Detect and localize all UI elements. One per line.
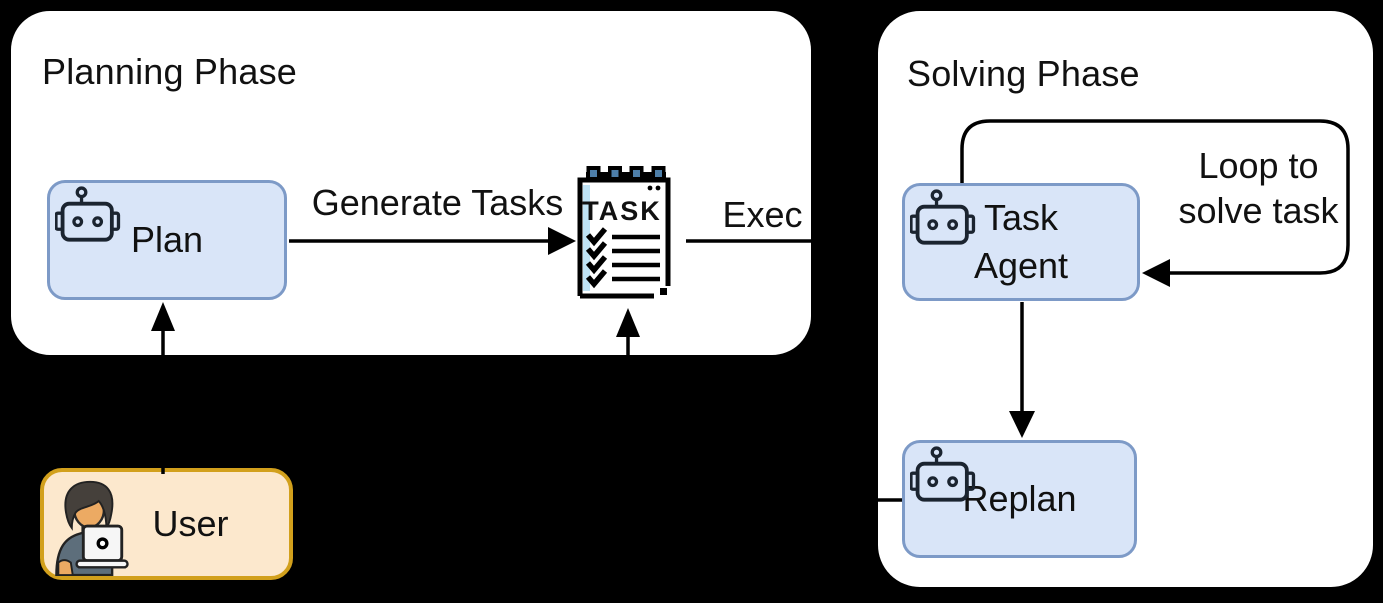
laptop-base (75, 559, 129, 569)
plan-agent-node: Plan (47, 180, 287, 300)
tasklist-binding-bar (586, 172, 666, 179)
solving-phase-title: Solving Phase (907, 53, 1140, 94)
planning-phase-title: Planning Phase (42, 51, 297, 92)
tasklist-clips (586, 166, 666, 182)
person-at-laptop-icon (55, 480, 129, 576)
plan-node-label: Plan (130, 219, 204, 260)
tasklist-blue-strip (583, 185, 590, 291)
replan-agent-node: Replan (902, 440, 1137, 558)
task-agent-node: Task Agent (902, 183, 1140, 301)
user-node: User (40, 468, 293, 580)
exec-edge-label: Exec (722, 194, 803, 235)
user-node-label: User (152, 503, 229, 544)
task-agent-node-label: Task Agent (973, 197, 1069, 286)
replan-node-label: Replan (962, 478, 1077, 519)
generate-tasks-edge-label: Generate Tasks (311, 182, 564, 223)
tasklist-heading: TASK (582, 196, 662, 226)
robot-icon (910, 446, 976, 502)
task-list-icon: TASK (572, 162, 676, 310)
loop-annotation-label: Loop to solve task (1178, 145, 1339, 231)
robot-icon (910, 189, 976, 245)
robot-icon (55, 186, 121, 242)
tasklist-checklist (585, 227, 660, 289)
